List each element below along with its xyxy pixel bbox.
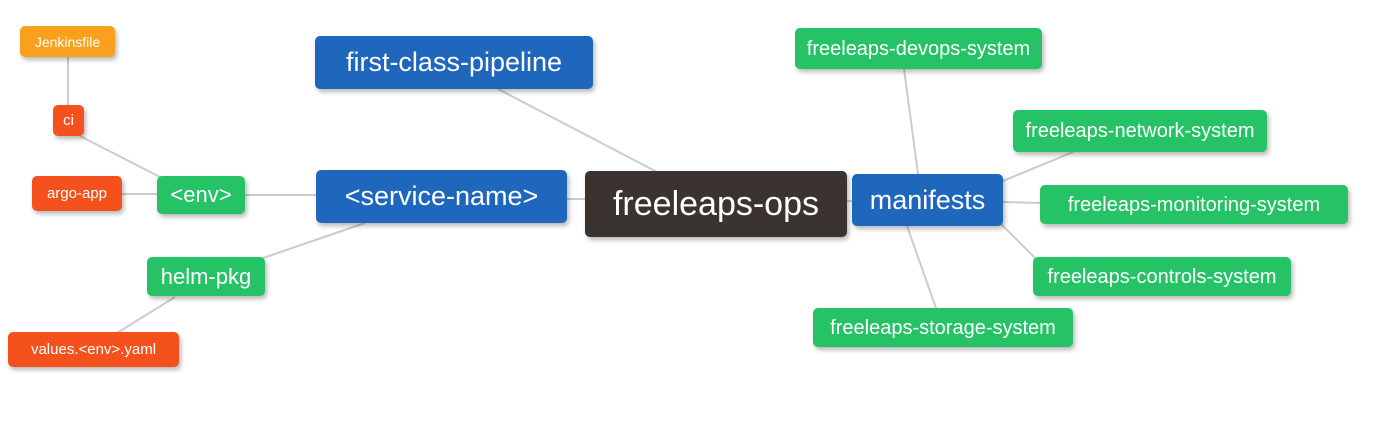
node-network-system[interactable]: freeleaps-network-system [1013,110,1267,152]
node-service-name[interactable]: <service-name> [316,170,567,223]
node-manifests[interactable]: manifests [852,174,1003,226]
node-storage-system[interactable]: freeleaps-storage-system [813,308,1073,347]
node-values-env-yaml[interactable]: values.<env>.yaml [8,332,179,367]
node-helm-pkg[interactable]: helm-pkg [147,257,265,296]
node-freeleaps-ops[interactable]: freeleaps-ops [585,171,847,237]
node-first-class-pipeline[interactable]: first-class-pipeline [315,36,593,89]
node-jenkinsfile[interactable]: Jenkinsfile [20,26,115,57]
node-devops-system[interactable]: freeleaps-devops-system [795,28,1042,69]
node-argo-app[interactable]: argo-app [32,176,122,211]
node-controls-system[interactable]: freeleaps-controls-system [1033,257,1291,296]
node-ci[interactable]: ci [53,105,84,136]
node-env[interactable]: <env> [157,176,245,214]
node-monitoring-system[interactable]: freeleaps-monitoring-system [1040,185,1348,224]
